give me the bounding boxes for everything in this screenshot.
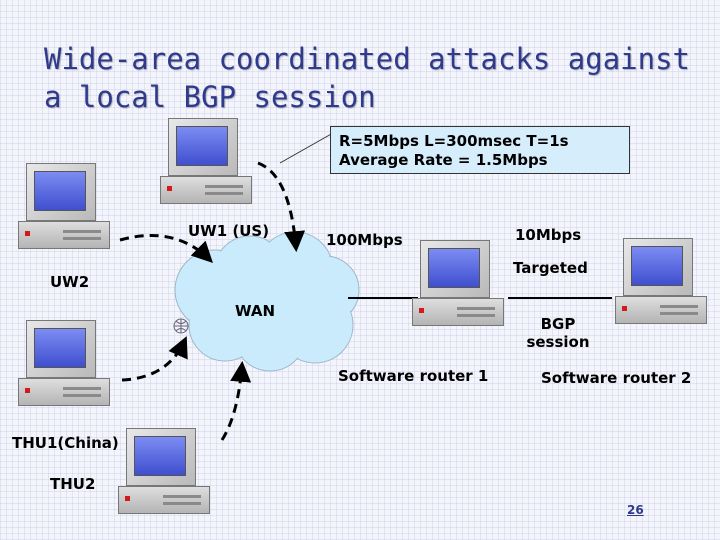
label-bgp-line-1: BGP bbox=[540, 315, 576, 333]
attack-arrow-uw2 bbox=[119, 234, 213, 263]
globe-icon bbox=[173, 318, 189, 334]
title-line-2: a local BGP session bbox=[44, 80, 376, 114]
parameter-line-1: R=5Mbps L=300msec T=1s bbox=[339, 132, 569, 150]
title-line-1: Wide-area coordinated attacks against bbox=[44, 42, 691, 76]
label-uw2: UW2 bbox=[50, 273, 90, 291]
computer-thu1 bbox=[18, 320, 110, 408]
wan-cloud-fill bbox=[176, 233, 358, 370]
attack-arrow-thu2 bbox=[220, 360, 252, 441]
label-link-10mbps: 10Mbps bbox=[515, 226, 582, 244]
label-thu1: THU1(China) bbox=[12, 434, 119, 452]
label-bgp-line-2: session bbox=[526, 333, 590, 351]
parameter-line-2: Average Rate = 1.5Mbps bbox=[339, 151, 548, 169]
label-wan: WAN bbox=[235, 302, 276, 320]
callout-line bbox=[279, 132, 334, 164]
attack-arrow-uw1 bbox=[257, 161, 306, 253]
label-bgp-session: BGP session bbox=[520, 315, 596, 351]
attack-arrow-thu1 bbox=[121, 336, 188, 382]
label-uw1: UW1 (US) bbox=[188, 222, 270, 240]
computer-thu2 bbox=[118, 428, 210, 516]
slide-title: Wide-area coordinated attacks against a … bbox=[44, 40, 704, 116]
software-router-2 bbox=[615, 238, 707, 326]
label-link-100mbps: 100Mbps bbox=[326, 231, 403, 249]
computer-uw2 bbox=[18, 163, 110, 251]
label-targeted: Targeted bbox=[513, 259, 588, 277]
label-router-1: Software router 1 bbox=[338, 367, 489, 385]
label-thu2: THU2 bbox=[50, 475, 96, 493]
software-router-1 bbox=[412, 240, 504, 328]
label-router-2: Software router 2 bbox=[541, 369, 692, 387]
computer-uw1 bbox=[160, 118, 252, 206]
page-number: 26 bbox=[627, 503, 644, 517]
parameter-box: R=5Mbps L=300msec T=1s Average Rate = 1.… bbox=[330, 126, 630, 174]
